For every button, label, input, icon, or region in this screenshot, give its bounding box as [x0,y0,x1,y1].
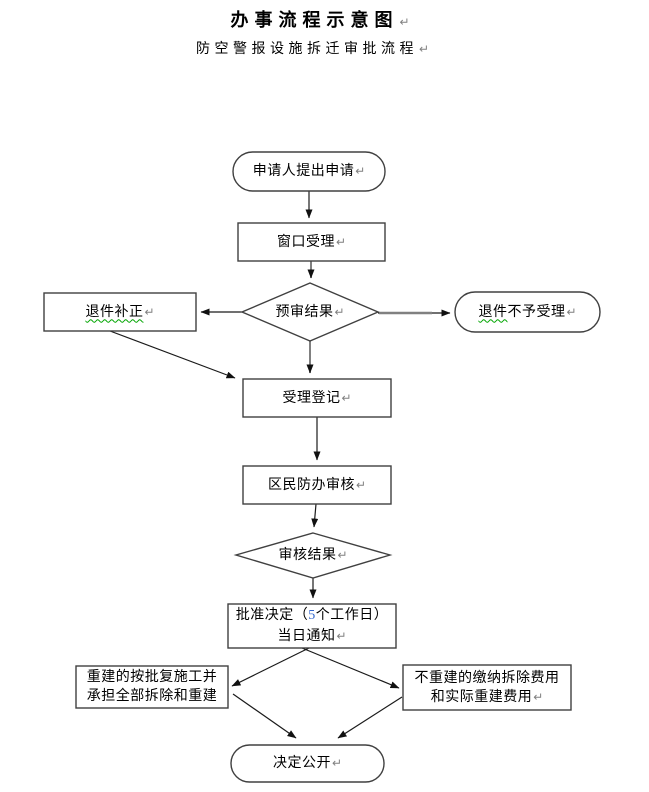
terminator-start [232,151,386,192]
paragraph-mark: ↵ [399,15,410,29]
label-district-review: 区民防办审核↵ [243,466,391,504]
process-register [242,378,392,418]
paragraph-mark: ↵ [533,689,544,704]
label-publish: 决定公开↵ [231,745,384,782]
label-norebuild-note: 不重建的缴纳拆除费用 和实际重建费用↵ [403,665,571,710]
connector-approval-to-norebuild [301,647,400,689]
label-return-correction: 退件补正↵ [44,293,196,331]
paragraph-mark: ↵ [566,304,577,319]
page-subtitle-text: 防空警报设施拆迁审批流程 [195,42,418,57]
label-return-reject-flagged: 退件 [478,304,508,320]
label-pre-review-text: 预审结果 [275,304,334,320]
process-return-correction [43,292,197,332]
label-register: 受理登记↵ [243,379,391,417]
label-window-accept: 窗口受理↵ [238,223,385,261]
label-approval-line1-pre: 批准决定（ [235,607,309,623]
decision-pre-review [240,282,380,342]
label-start-text: 申请人提出申请 [252,164,355,179]
decision-review-result [233,532,393,579]
paragraph-mark: ↵ [355,164,366,178]
label-review-result-text: 审核结果 [278,547,337,563]
connector-district-to-reviewresult [311,503,319,528]
label-norebuild-line1: 不重建的缴纳拆除费用 [414,670,560,686]
process-window-accept [237,222,386,262]
connector-rebuild-to-publish [232,693,297,739]
paragraph-mark: ↵ [331,756,343,770]
label-rebuild-line1: 重建的按批复施工并 [86,670,218,685]
paragraph-mark: ↵ [337,547,348,562]
label-start: 申请人提出申请↵ [233,152,385,191]
connector-norebuild-to-publish [337,696,403,739]
page-title-text: 办事流程示意图 [230,10,399,30]
page-subtitle: 防空警报设施拆迁审批流程↵ [0,38,625,58]
paragraph-mark: ↵ [334,304,345,319]
label-review-result: 审核结果↵ [236,538,390,572]
label-publish-text: 决定公开 [272,756,331,771]
label-return-reject-rest: 不予受理 [507,304,566,320]
connector-correction-to-register [109,330,236,379]
terminator-return-reject [454,291,601,333]
label-approval-days-number: 5 [308,607,316,623]
paragraph-mark: ↵ [336,628,347,643]
label-norebuild-line2: 和实际重建费用 [430,689,533,705]
page-title: 办事流程示意图↵ [0,6,640,32]
label-pre-review-result: 预审结果↵ [242,295,378,329]
label-rebuild-note: 重建的按批复施工并 承担全部拆除和重建 [76,666,228,708]
label-approval-line2: 当日通知 [277,628,336,644]
terminator-publish [230,744,385,783]
label-register-text: 受理登记 [282,390,341,406]
connector-approval-to-rebuild [231,647,310,687]
label-return-correction-text: 退件补正 [85,304,144,320]
label-approval-line1-post: 个工作日） [315,607,389,623]
label-rebuild-line2: 承担全部拆除和重建 [86,689,218,704]
process-district-review [242,465,392,505]
process-approval-decision [227,603,397,649]
paragraph-mark: ↵ [144,304,155,319]
process-norebuild-note [402,664,572,711]
paragraph-mark: ↵ [418,42,430,56]
label-window-accept-text: 窗口受理 [276,234,335,250]
paragraph-mark: ↵ [335,234,347,249]
process-rebuild-note [75,665,229,709]
label-district-review-text: 区民防办审核 [267,477,355,493]
paragraph-mark: ↵ [355,477,367,492]
label-return-reject: 退件不予受理↵ [455,292,600,332]
paragraph-mark: ↵ [341,390,352,405]
